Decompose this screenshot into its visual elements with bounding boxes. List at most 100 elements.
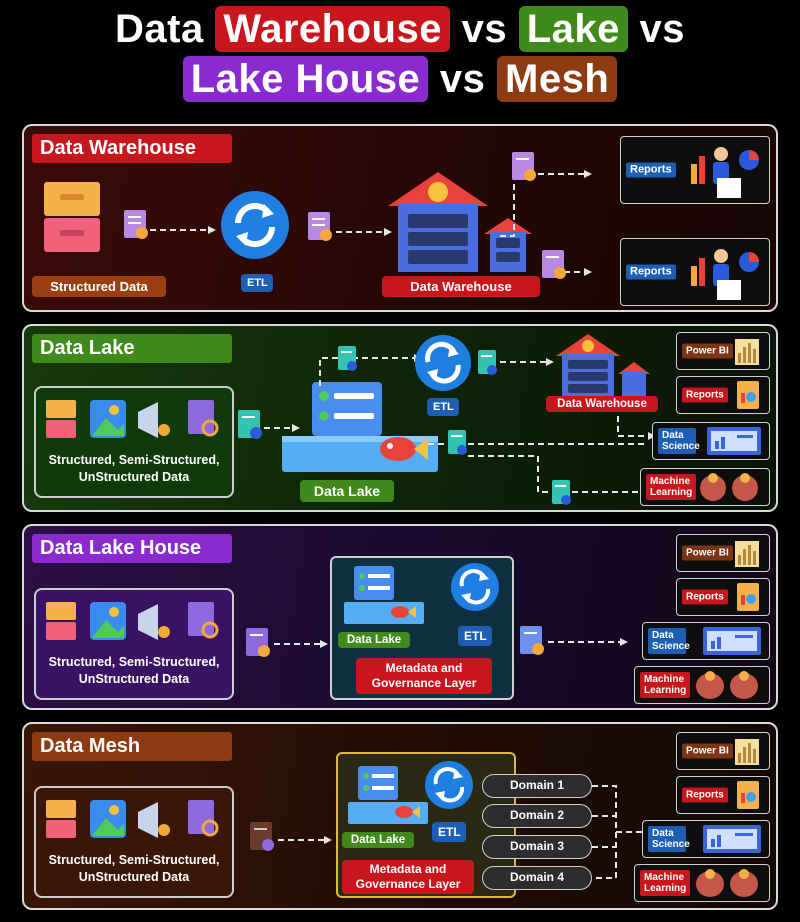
lakehouse-source-box: Structured, Semi-Structured, UnStructure… bbox=[34, 588, 234, 700]
document-check-icon bbox=[124, 210, 148, 239]
mesh-governance-label: Metadata and Governance Layer bbox=[342, 860, 474, 894]
output-machine-learning-label: Machine Learning bbox=[640, 870, 690, 896]
output-reports-label: Reports bbox=[682, 787, 728, 803]
output-data-science: Data Science bbox=[642, 622, 770, 660]
dashboard-icon bbox=[703, 825, 761, 853]
title-word-vs-3: vs bbox=[439, 57, 486, 101]
presenter-chart-icon bbox=[691, 249, 759, 300]
output-data-science-label: Data Science bbox=[648, 826, 690, 852]
document-check-icon bbox=[542, 250, 566, 279]
presenter-chart-icon bbox=[691, 147, 759, 198]
output-reports-1: Reports bbox=[620, 136, 770, 204]
document-check-icon bbox=[246, 628, 270, 657]
output-machine-learning: Machine Learning bbox=[634, 666, 770, 704]
flow-arrow bbox=[150, 226, 216, 234]
etl-sync-icon bbox=[415, 335, 471, 391]
lake-source-box: Structured, Semi-Structured, UnStructure… bbox=[34, 386, 234, 498]
output-machine-learning-label: Machine Learning bbox=[646, 474, 696, 500]
title-word-mesh: Mesh bbox=[497, 56, 618, 102]
document-check-icon bbox=[520, 626, 544, 655]
lakehouse-source-label: Structured, Semi-Structured, UnStructure… bbox=[48, 655, 220, 686]
flow-arrow bbox=[548, 638, 628, 646]
document-check-icon bbox=[512, 152, 536, 181]
lake-warehouse-label: Data Warehouse bbox=[546, 396, 658, 412]
title-word-lake-house: Lake House bbox=[182, 56, 429, 102]
lake-source-label: Structured, Semi-Structured, UnStructure… bbox=[48, 453, 220, 484]
lakehouse-governance-label: Metadata and Governance Layer bbox=[356, 658, 492, 694]
title-word-warehouse: Warehouse bbox=[215, 6, 450, 52]
flow-arrow-to-outputs bbox=[428, 416, 656, 496]
panel-data-lake-house: Data Lake House Structured, Semi-Structu… bbox=[22, 524, 778, 710]
mesh-data-lake-label: Data Lake bbox=[342, 832, 414, 848]
lakehouse-etl-label: ETL bbox=[458, 626, 492, 646]
output-reports-label: Reports bbox=[682, 589, 728, 605]
panel-data-mesh: Data Mesh Structured, Semi-Structured, U… bbox=[22, 722, 778, 910]
title-word-vs-2: vs bbox=[639, 7, 685, 51]
output-reports: Reports bbox=[676, 376, 770, 414]
output-machine-learning-label: Machine Learning bbox=[640, 672, 690, 698]
flow-arrow bbox=[274, 640, 328, 648]
panel-title-data-lake: Data Lake bbox=[32, 334, 232, 363]
output-power-bi-label: Power BI bbox=[682, 545, 733, 561]
output-power-bi: Power BI bbox=[676, 732, 770, 770]
output-reports: Reports bbox=[676, 776, 770, 814]
output-reports-1-label: Reports bbox=[626, 162, 676, 178]
document-check-icon bbox=[478, 350, 497, 375]
panel-title-data-mesh: Data Mesh bbox=[32, 732, 232, 761]
flow-arrow bbox=[500, 358, 554, 366]
output-data-science: Data Science bbox=[652, 422, 770, 460]
data-lake-icon bbox=[348, 766, 428, 824]
panel-data-warehouse: Data Warehouse Structured Data ETL bbox=[22, 124, 778, 312]
output-data-science: Data Science bbox=[642, 820, 770, 858]
dashboard-icon bbox=[707, 427, 761, 455]
mesh-etl-label: ETL bbox=[432, 822, 466, 842]
output-machine-learning: Machine Learning bbox=[640, 468, 770, 506]
data-lake-label: Data Lake bbox=[300, 480, 394, 502]
domain-1: Domain 1 bbox=[482, 774, 592, 798]
warehouse-building-icon bbox=[556, 334, 650, 396]
lakehouse-data-lake-label: Data Lake bbox=[338, 632, 410, 648]
panel-data-lake: Data Lake Structured, Semi-Structured, U… bbox=[22, 324, 778, 512]
output-data-science-label: Data Science bbox=[648, 628, 690, 654]
lake-etl-label: ETL bbox=[427, 398, 459, 416]
domain-4: Domain 4 bbox=[482, 866, 592, 890]
flow-arrow bbox=[278, 836, 332, 844]
page-title-line-1: Data Warehouse vs Lake vs bbox=[0, 6, 800, 52]
mesh-source-label: Structured, Semi-Structured, UnStructure… bbox=[48, 853, 220, 884]
output-machine-learning: Machine Learning bbox=[634, 864, 770, 902]
dashboard-icon bbox=[703, 627, 761, 655]
panel-title-data-warehouse: Data Warehouse bbox=[32, 134, 232, 163]
bar-chart-icon bbox=[735, 541, 759, 567]
warehouse-building-icon bbox=[388, 172, 532, 272]
panel-title-data-lake-house: Data Lake House bbox=[32, 534, 232, 563]
lakehouse-core-box: Data Lake ETL Metadata and Governance La… bbox=[330, 556, 514, 700]
document-check-icon bbox=[238, 410, 262, 439]
document-check-icon bbox=[250, 822, 274, 851]
output-reports: Reports bbox=[676, 578, 770, 616]
data-warehouse-label: Data Warehouse bbox=[382, 276, 540, 297]
document-check-icon bbox=[338, 346, 357, 371]
source-icons bbox=[46, 400, 219, 438]
output-data-science-label: Data Science bbox=[658, 428, 700, 454]
fish-icon bbox=[380, 437, 428, 461]
document-check-icon bbox=[308, 212, 332, 241]
etl-sync-icon bbox=[221, 191, 289, 259]
output-power-bi-label: Power BI bbox=[682, 343, 733, 359]
brain-gear-icon bbox=[700, 473, 758, 501]
bar-chart-icon bbox=[735, 339, 759, 365]
flow-arrow bbox=[264, 424, 300, 432]
brain-gear-icon bbox=[696, 671, 758, 699]
report-icon bbox=[737, 381, 759, 409]
brain-gear-icon bbox=[696, 869, 758, 897]
report-icon bbox=[737, 583, 759, 611]
title-word-vs-1: vs bbox=[461, 7, 508, 51]
mesh-source-box: Structured, Semi-Structured, UnStructure… bbox=[34, 786, 234, 898]
document-check-icon bbox=[448, 430, 467, 455]
output-reports-2-label: Reports bbox=[626, 264, 676, 280]
bar-chart-icon bbox=[735, 739, 759, 765]
data-lake-icon bbox=[344, 566, 424, 624]
etl-label: ETL bbox=[241, 274, 273, 292]
title-word-data: Data bbox=[115, 7, 204, 51]
domain-2: Domain 2 bbox=[482, 804, 592, 828]
domain-3: Domain 3 bbox=[482, 835, 592, 859]
